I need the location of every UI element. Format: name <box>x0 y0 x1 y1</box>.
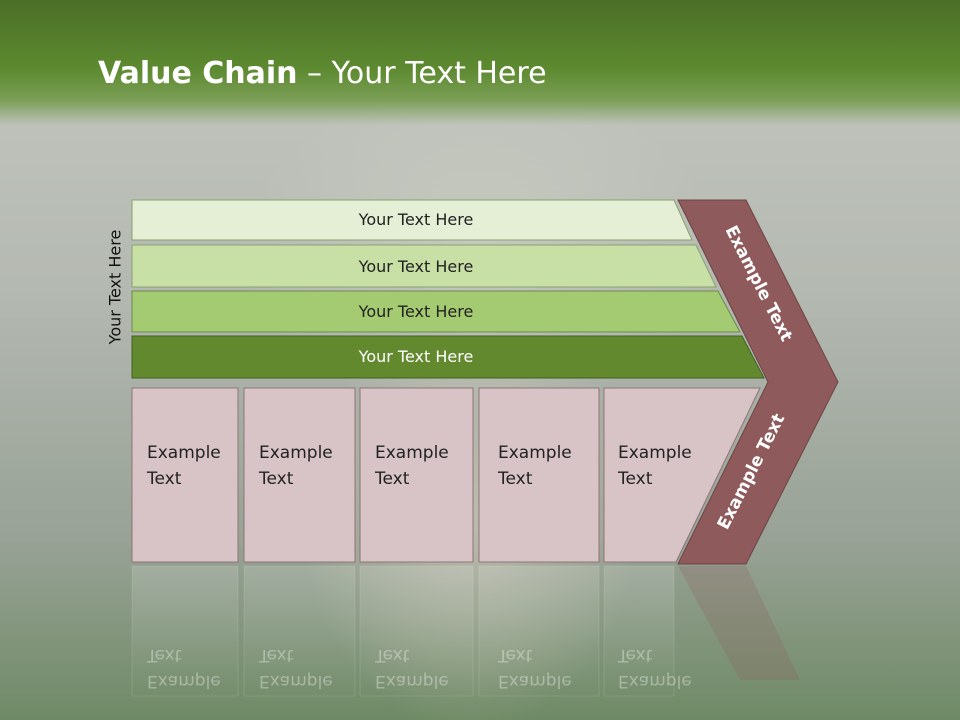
cell-3 <box>359 387 474 563</box>
reflection-text: Text Example Text Example Text Example T… <box>146 645 692 691</box>
title-bold: Value Chain <box>98 56 298 91</box>
cell-2 <box>243 387 356 563</box>
bar-4-label: Your Text Here <box>358 347 474 366</box>
cell-4-line2: Text <box>497 469 533 489</box>
slide-title: Value Chain – Your Text Here <box>98 52 547 96</box>
reflection-cell-3-line1: Example <box>375 671 449 691</box>
reflection-cell-4-line2: Text <box>497 645 533 665</box>
cell-1 <box>131 387 239 563</box>
title-rest: – Your Text Here <box>297 56 547 91</box>
reflection-cell-5-line1: Example <box>618 671 692 691</box>
cell-5 <box>603 387 761 563</box>
reflection-cell-2-line1: Example <box>259 671 333 691</box>
cell-4-line1: Example <box>498 443 572 463</box>
bar-2 <box>131 244 717 288</box>
cell-5-line1: Example <box>618 443 692 463</box>
diagram-reflection <box>131 565 800 697</box>
cell-5-line2: Text <box>617 469 653 489</box>
reflection-cell-5-line2: Text <box>617 645 653 665</box>
cell-3-line2: Text <box>374 469 410 489</box>
chevron-arrow <box>677 199 839 565</box>
bar-2-label: Your Text Here <box>358 257 474 276</box>
bar-1 <box>131 199 693 241</box>
reflection-cell-2-line2: Text <box>258 645 294 665</box>
bar-4 <box>131 335 765 379</box>
cell-2-line1: Example <box>259 443 333 463</box>
reflection-cell-1-line2: Text <box>146 645 182 665</box>
cell-2-line2: Text <box>258 469 294 489</box>
bar-1-label: Your Text Here <box>358 210 474 229</box>
bar-3 <box>131 290 741 333</box>
reflection-cell-1-line1: Example <box>147 671 221 691</box>
title-banner <box>0 0 960 125</box>
cell-3-line1: Example <box>375 443 449 463</box>
cell-1-line1: Example <box>147 443 221 463</box>
bar-3-label: Your Text Here <box>358 302 474 321</box>
cell-1-line2: Text <box>146 469 182 489</box>
reflection-cell-3-line2: Text <box>374 645 410 665</box>
reflection-cell-4-line1: Example <box>498 671 572 691</box>
cell-4 <box>478 387 600 563</box>
